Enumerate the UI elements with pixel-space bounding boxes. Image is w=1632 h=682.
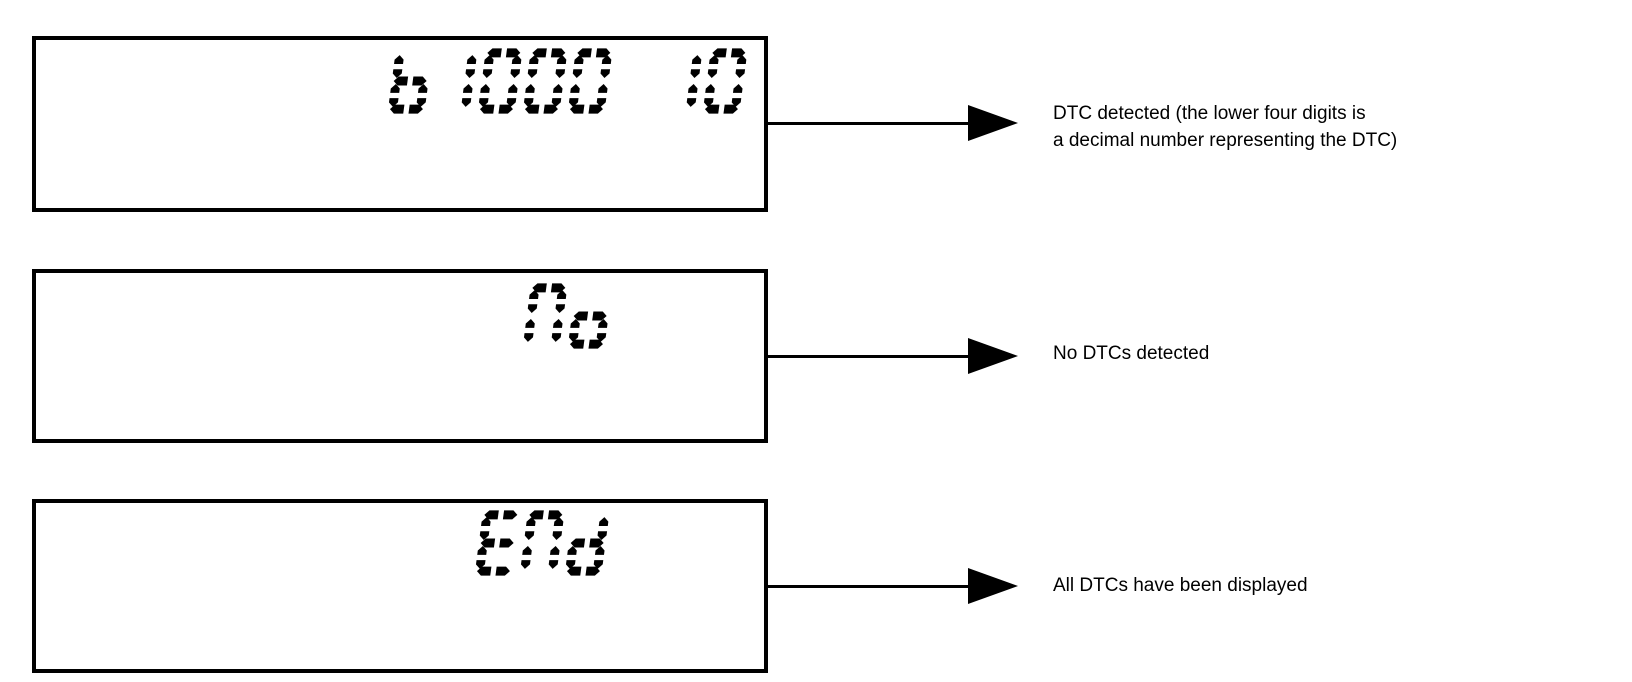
seven-segment-readout-end [475,510,609,576]
arrow-dtc-detected [768,105,1018,141]
arrow-no-dtc [768,338,1018,374]
arrowhead-icon [968,105,1018,141]
arrow-line [768,121,968,125]
display-box-dtc-detected [32,36,768,212]
label-end: All DTCs have been displayed [1053,575,1308,596]
display-box-end [32,499,768,673]
arrow-line [768,584,968,588]
arrow-end [768,568,1018,604]
display-box-no-dtc [32,269,768,443]
seven-segment-readout-no [523,283,608,349]
label-dtc-detected: DTC detected (the lower four digits is a… [1053,103,1398,151]
arrowhead-icon [968,568,1018,604]
arrow-line [768,354,968,358]
seven-segment-readout-dtc [388,48,747,114]
label-no-dtc: No DTCs detected [1053,343,1210,364]
arrowhead-icon [968,338,1018,374]
